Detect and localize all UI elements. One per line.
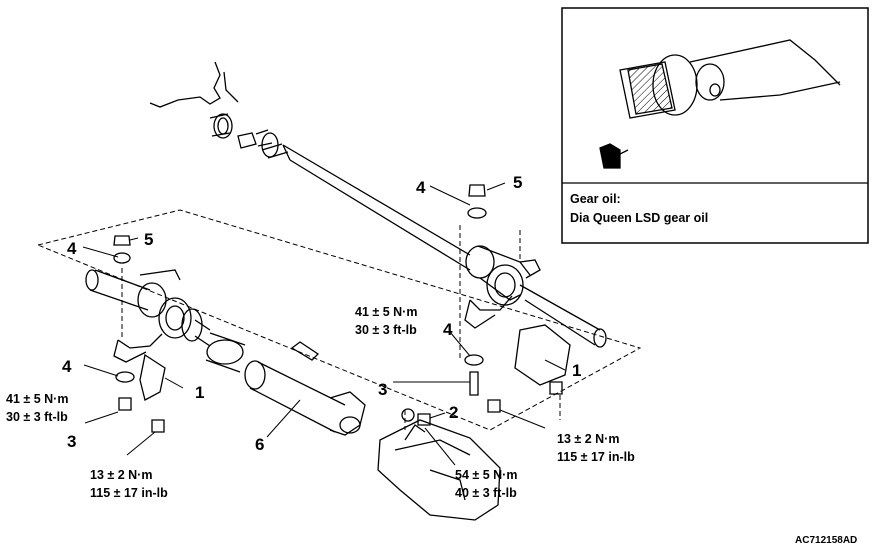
callout-5-right: 5 (513, 173, 522, 192)
callout-4-left-bottom: 4 (62, 357, 72, 376)
torque-center-bolt-ftlb: 30 ± 3 ft-lb (355, 323, 417, 337)
callout-4-right-mid: 4 (443, 320, 453, 339)
torque-left-bolt-nm: 41 ± 5 N·m (6, 392, 68, 406)
leader-lines (82, 182, 566, 466)
inset-panel (561, 7, 869, 244)
torque-diff-nut-nm: 54 ± 5 N·m (455, 468, 517, 482)
callout-1-left: 1 (195, 383, 204, 402)
rear-propeller-shaft (244, 360, 366, 436)
front-propeller-shaft (209, 113, 471, 271)
torque-right-nut-nm: 13 ± 2 N·m (557, 432, 619, 446)
center-bearing-left (85, 269, 246, 373)
figure-reference: AC712158AD (795, 535, 857, 546)
differential-housing (377, 419, 501, 521)
transmission-outline (149, 61, 239, 108)
fasteners (113, 184, 571, 433)
oil-can-icon (599, 143, 629, 169)
callout-3-left: 3 (67, 432, 76, 451)
bolt-center-shaft (290, 341, 320, 361)
assembly-outline (37, 209, 642, 431)
callout-numbers: 4 5 4 1 3 6 4 5 4 3 2 1 (62, 173, 581, 454)
callout-3-mid: 3 (378, 380, 387, 399)
callout-1-right: 1 (572, 361, 581, 380)
inset-caption: Gear oil: Dia Queen LSD gear oil (570, 192, 708, 225)
torque-left-nut-inlb: 115 ± 17 in-lb (90, 486, 168, 500)
torque-right-nut-inlb: 115 ± 17 in-lb (557, 450, 635, 464)
inset-yoke-illustration (619, 39, 841, 119)
rear-shaft-right (519, 284, 607, 348)
torque-left-nut-nm: 13 ± 2 N·m (90, 468, 152, 482)
callout-6: 6 (255, 435, 264, 454)
callout-4-right-top: 4 (416, 178, 426, 197)
callout-5-left: 5 (144, 230, 153, 249)
callout-2: 2 (449, 403, 458, 422)
torque-specs: 41 ± 5 N·m 30 ± 3 ft-lb 13 ± 2 N·m 115 ±… (6, 305, 635, 500)
torque-left-bolt-ftlb: 30 ± 3 ft-lb (6, 410, 68, 424)
callout-4-left-top: 4 (67, 239, 77, 258)
center-bearing-right (464, 245, 541, 329)
inset-line-2: Dia Queen LSD gear oil (570, 211, 708, 225)
torque-diff-nut-ftlb: 40 ± 3 ft-lb (455, 486, 517, 500)
inset-line-1: Gear oil: (570, 192, 621, 206)
torque-center-bolt-nm: 41 ± 5 N·m (355, 305, 417, 319)
